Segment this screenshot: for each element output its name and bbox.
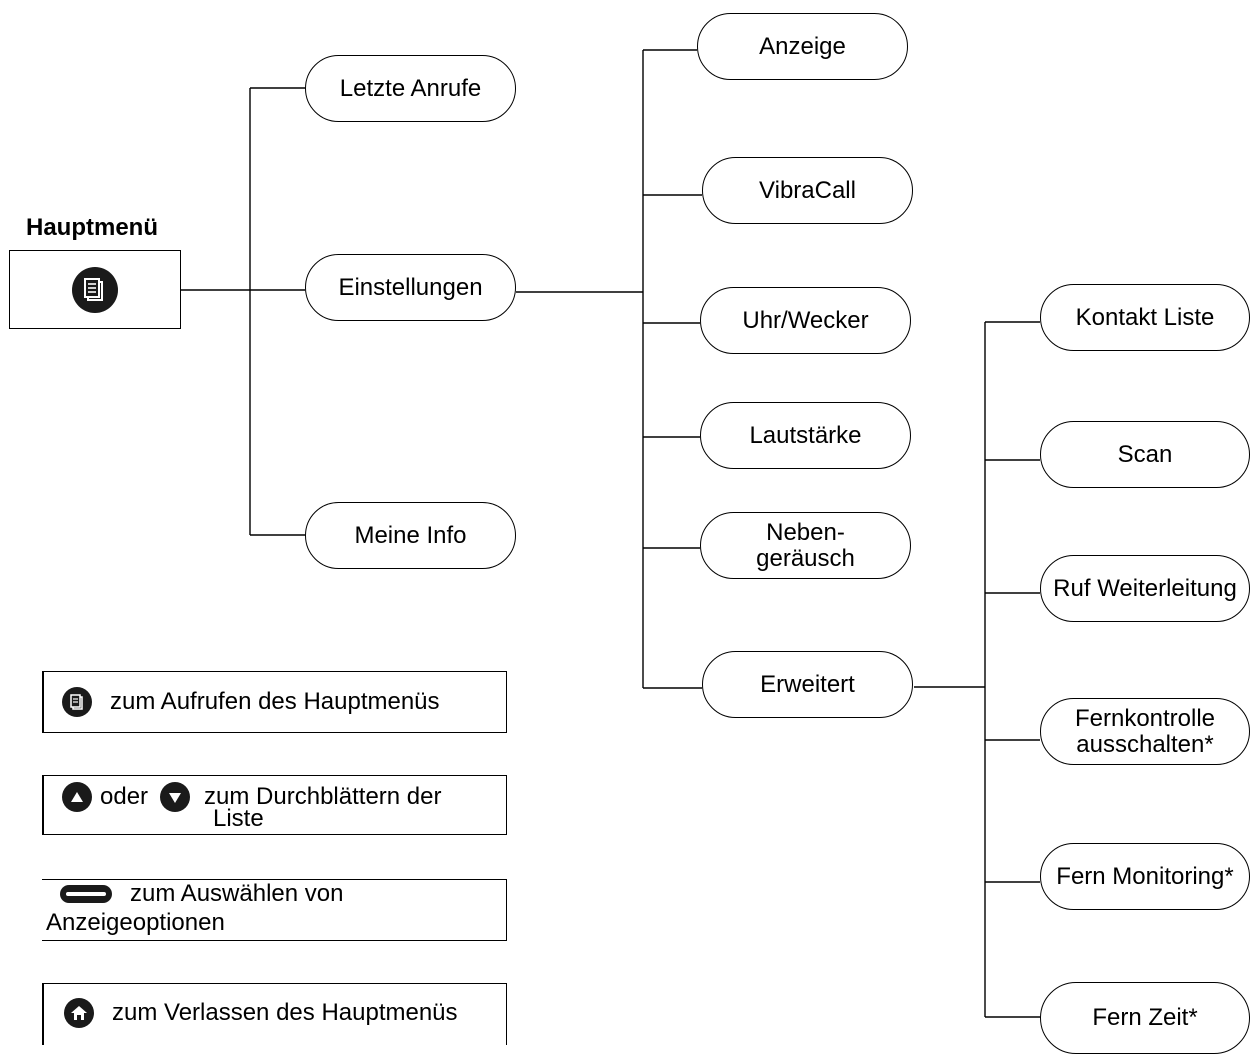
node-anzeige: Anzeige xyxy=(697,13,908,80)
node-scan: Scan xyxy=(1040,421,1250,488)
home-icon xyxy=(64,998,94,1028)
legend-scroll-text-line2: Liste xyxy=(213,805,264,832)
node-fern-monitoring: Fern Monitoring* xyxy=(1040,843,1250,910)
menu-key-icon xyxy=(72,266,118,313)
legend-select-text: zum Auswählen von xyxy=(130,880,344,907)
node-nebengeraeusch: Neben- geräusch xyxy=(700,512,911,579)
legend-scroll-text: zum Durchblättern der xyxy=(204,783,442,810)
node-ruf-weiterleitung: Ruf Weiterleitung xyxy=(1040,555,1250,622)
main-menu-box xyxy=(9,250,181,329)
legend-menu-text: zum Aufrufen des Hauptmenüs xyxy=(110,688,440,715)
node-letzte-anrufe: Letzte Anrufe xyxy=(305,55,516,122)
node-einstellungen: Einstellungen xyxy=(305,254,516,321)
node-erweitert: Erweitert xyxy=(702,651,913,718)
softkey-icon xyxy=(60,885,112,903)
node-lautstaerke: Lautstärke xyxy=(700,402,911,469)
node-vibracall: VibraCall xyxy=(702,157,913,224)
legend-scroll: oder zum Durchblättern der Liste xyxy=(42,775,507,835)
legend-select-text-line2: Anzeigeoptionen xyxy=(46,909,225,936)
node-fernkontrolle: Fernkontrolle ausschalten* xyxy=(1040,698,1250,765)
node-meine-info: Meine Info xyxy=(305,502,516,569)
legend-exit: zum Verlassen des Hauptmenüs xyxy=(42,983,507,1045)
legend-exit-text: zum Verlassen des Hauptmenüs xyxy=(112,999,458,1026)
node-fern-zeit: Fern Zeit* xyxy=(1040,982,1250,1054)
node-kontakt-liste: Kontakt Liste xyxy=(1040,284,1250,351)
legend-select: zum Auswählen von Anzeigeoptionen xyxy=(42,879,507,941)
legend-menu: zum Aufrufen des Hauptmenüs xyxy=(42,671,507,733)
up-arrow-icon xyxy=(62,782,92,812)
down-arrow-icon xyxy=(160,782,191,812)
main-menu-title: Hauptmenü xyxy=(26,214,158,241)
node-uhr-wecker: Uhr/Wecker xyxy=(700,287,911,354)
legend-scroll-or: oder xyxy=(100,783,149,810)
menu-key-icon xyxy=(62,687,92,717)
